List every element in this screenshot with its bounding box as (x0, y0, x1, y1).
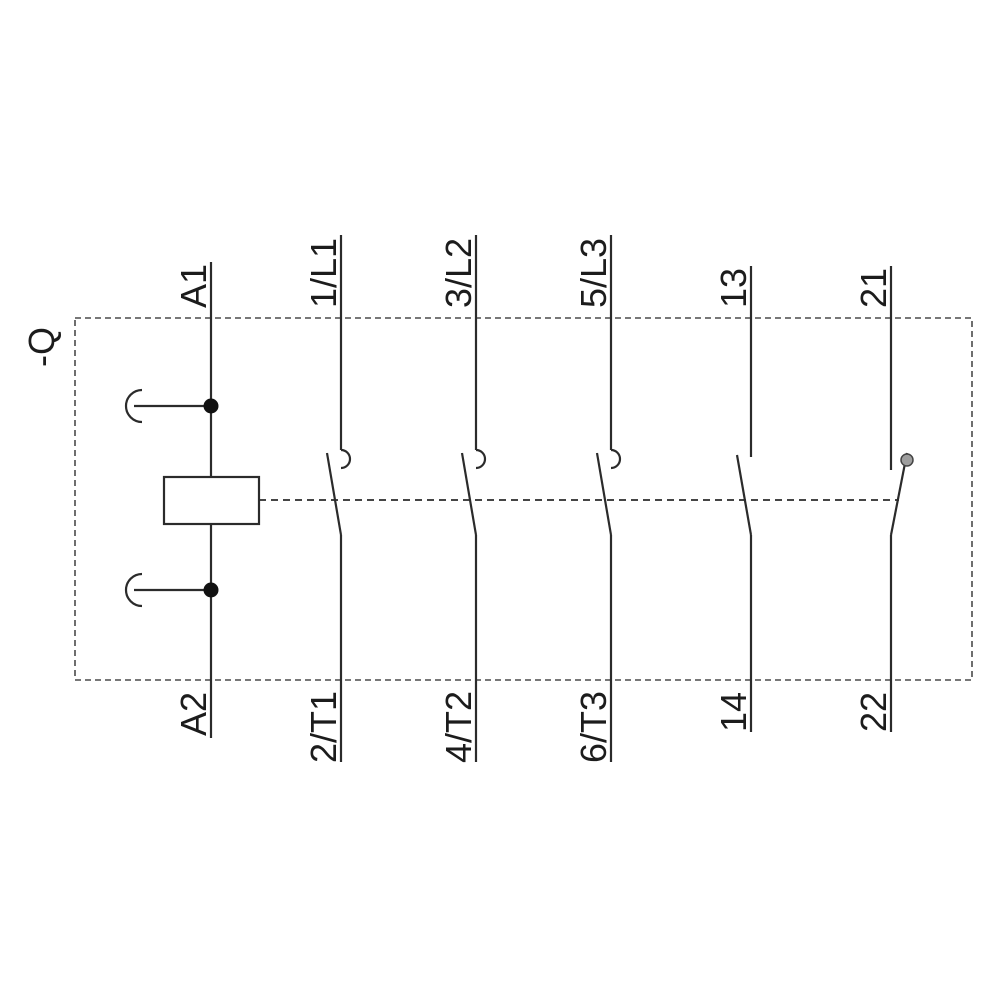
contact-blade-l2 (460, 452, 478, 536)
terminal-label-5l3: 5/L3 (573, 238, 614, 308)
contact-blade-13-14 (735, 454, 753, 536)
terminal-label-21: 21 (853, 268, 894, 308)
coil-symbol (162, 475, 261, 526)
terminal-label-22: 22 (853, 692, 894, 732)
coil-branch (124, 262, 261, 738)
junction-dot-bottom (203, 582, 219, 598)
fixed-contact-arc-l2 (475, 448, 487, 470)
fixed-contact-arc-l3 (610, 448, 622, 470)
fixed-contact-arc-l1 (340, 448, 352, 470)
device-designation-label: -Q (21, 327, 62, 367)
coil-plug-connector-bottom (124, 572, 143, 608)
main-contact-l1 (325, 235, 352, 762)
terminal-label-13: 13 (713, 268, 754, 308)
main-contact-l3 (595, 235, 622, 762)
junction-dot-top (203, 398, 219, 414)
terminal-label-6t3: 6/T3 (573, 691, 614, 763)
terminal-label-1l1: 1/L1 (303, 238, 344, 308)
coil-plug-connector-top (124, 388, 143, 424)
nc-contact-dot (900, 453, 914, 467)
contact-blade-21-22 (889, 452, 909, 536)
terminal-label-a2: A2 (173, 692, 214, 736)
main-contact-l2 (460, 235, 487, 762)
aux-contact-nc-21-22 (889, 266, 914, 732)
terminal-label-2t1: 2/T1 (303, 691, 344, 763)
terminal-label-a1: A1 (173, 264, 214, 308)
terminal-label-3l2: 3/L2 (438, 238, 479, 308)
contact-blade-l1 (325, 452, 343, 536)
aux-contact-no-13-14 (735, 266, 753, 732)
terminal-label-4t2: 4/T2 (438, 691, 479, 763)
terminal-label-14: 14 (713, 692, 754, 732)
contact-blade-l3 (595, 452, 613, 536)
